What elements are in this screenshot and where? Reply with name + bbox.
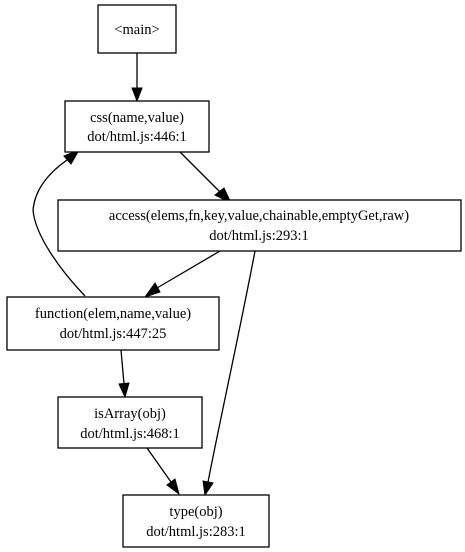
node-isarray-location: dot/html.js:468:1 xyxy=(80,426,180,442)
node-main-label: <main> xyxy=(114,22,159,38)
node-function-box xyxy=(6,296,220,351)
edge-isarray-type-arrowhead xyxy=(166,478,180,496)
edge-isarray-type xyxy=(146,447,172,483)
node-isarray: isArray(obj) dot/html.js:468:1 xyxy=(57,396,203,449)
edge-css-access-arrowhead xyxy=(214,187,233,205)
node-function-location: dot/html.js:447:25 xyxy=(60,326,167,342)
node-css-location: dot/html.js:446:1 xyxy=(87,129,187,145)
node-type-name: type(obj) xyxy=(169,504,222,520)
node-function: function(elem,name,value) dot/html.js:44… xyxy=(6,296,220,351)
edge-access-type-arrowhead xyxy=(202,480,214,497)
node-access: access(elems,fn,key,value,chainable,empt… xyxy=(57,199,462,252)
node-css-box xyxy=(64,100,210,153)
node-css: css(name,value) dot/html.js:446:1 xyxy=(64,100,210,153)
node-type-location: dot/html.js:283:1 xyxy=(146,524,246,540)
node-access-location: dot/html.js:293:1 xyxy=(209,228,309,244)
node-css-name: css(name,value) xyxy=(90,110,184,126)
edges xyxy=(32,53,256,497)
node-type-box xyxy=(122,494,270,548)
edge-css-access xyxy=(179,151,221,193)
node-access-name: access(elems,fn,key,value,chainable,empt… xyxy=(109,208,409,224)
node-function-name: function(elem,name,value) xyxy=(35,306,191,322)
edge-function-isarray-arrowhead xyxy=(118,382,130,399)
node-isarray-box xyxy=(57,396,203,449)
edge-access-function-arrowhead xyxy=(143,282,161,298)
node-main-box xyxy=(97,4,177,54)
edge-function-isarray xyxy=(120,349,125,385)
node-main: <main> xyxy=(97,4,177,54)
edge-function-css xyxy=(32,159,86,297)
node-type: type(obj) dot/html.js:283:1 xyxy=(122,494,270,548)
node-access-box xyxy=(57,199,462,252)
node-isarray-name: isArray(obj) xyxy=(94,406,166,422)
edge-function-css-arrowhead xyxy=(63,149,81,165)
edge-access-function xyxy=(156,250,221,289)
edge-main-css-arrowhead xyxy=(131,87,143,103)
edge-access-type xyxy=(207,250,256,483)
